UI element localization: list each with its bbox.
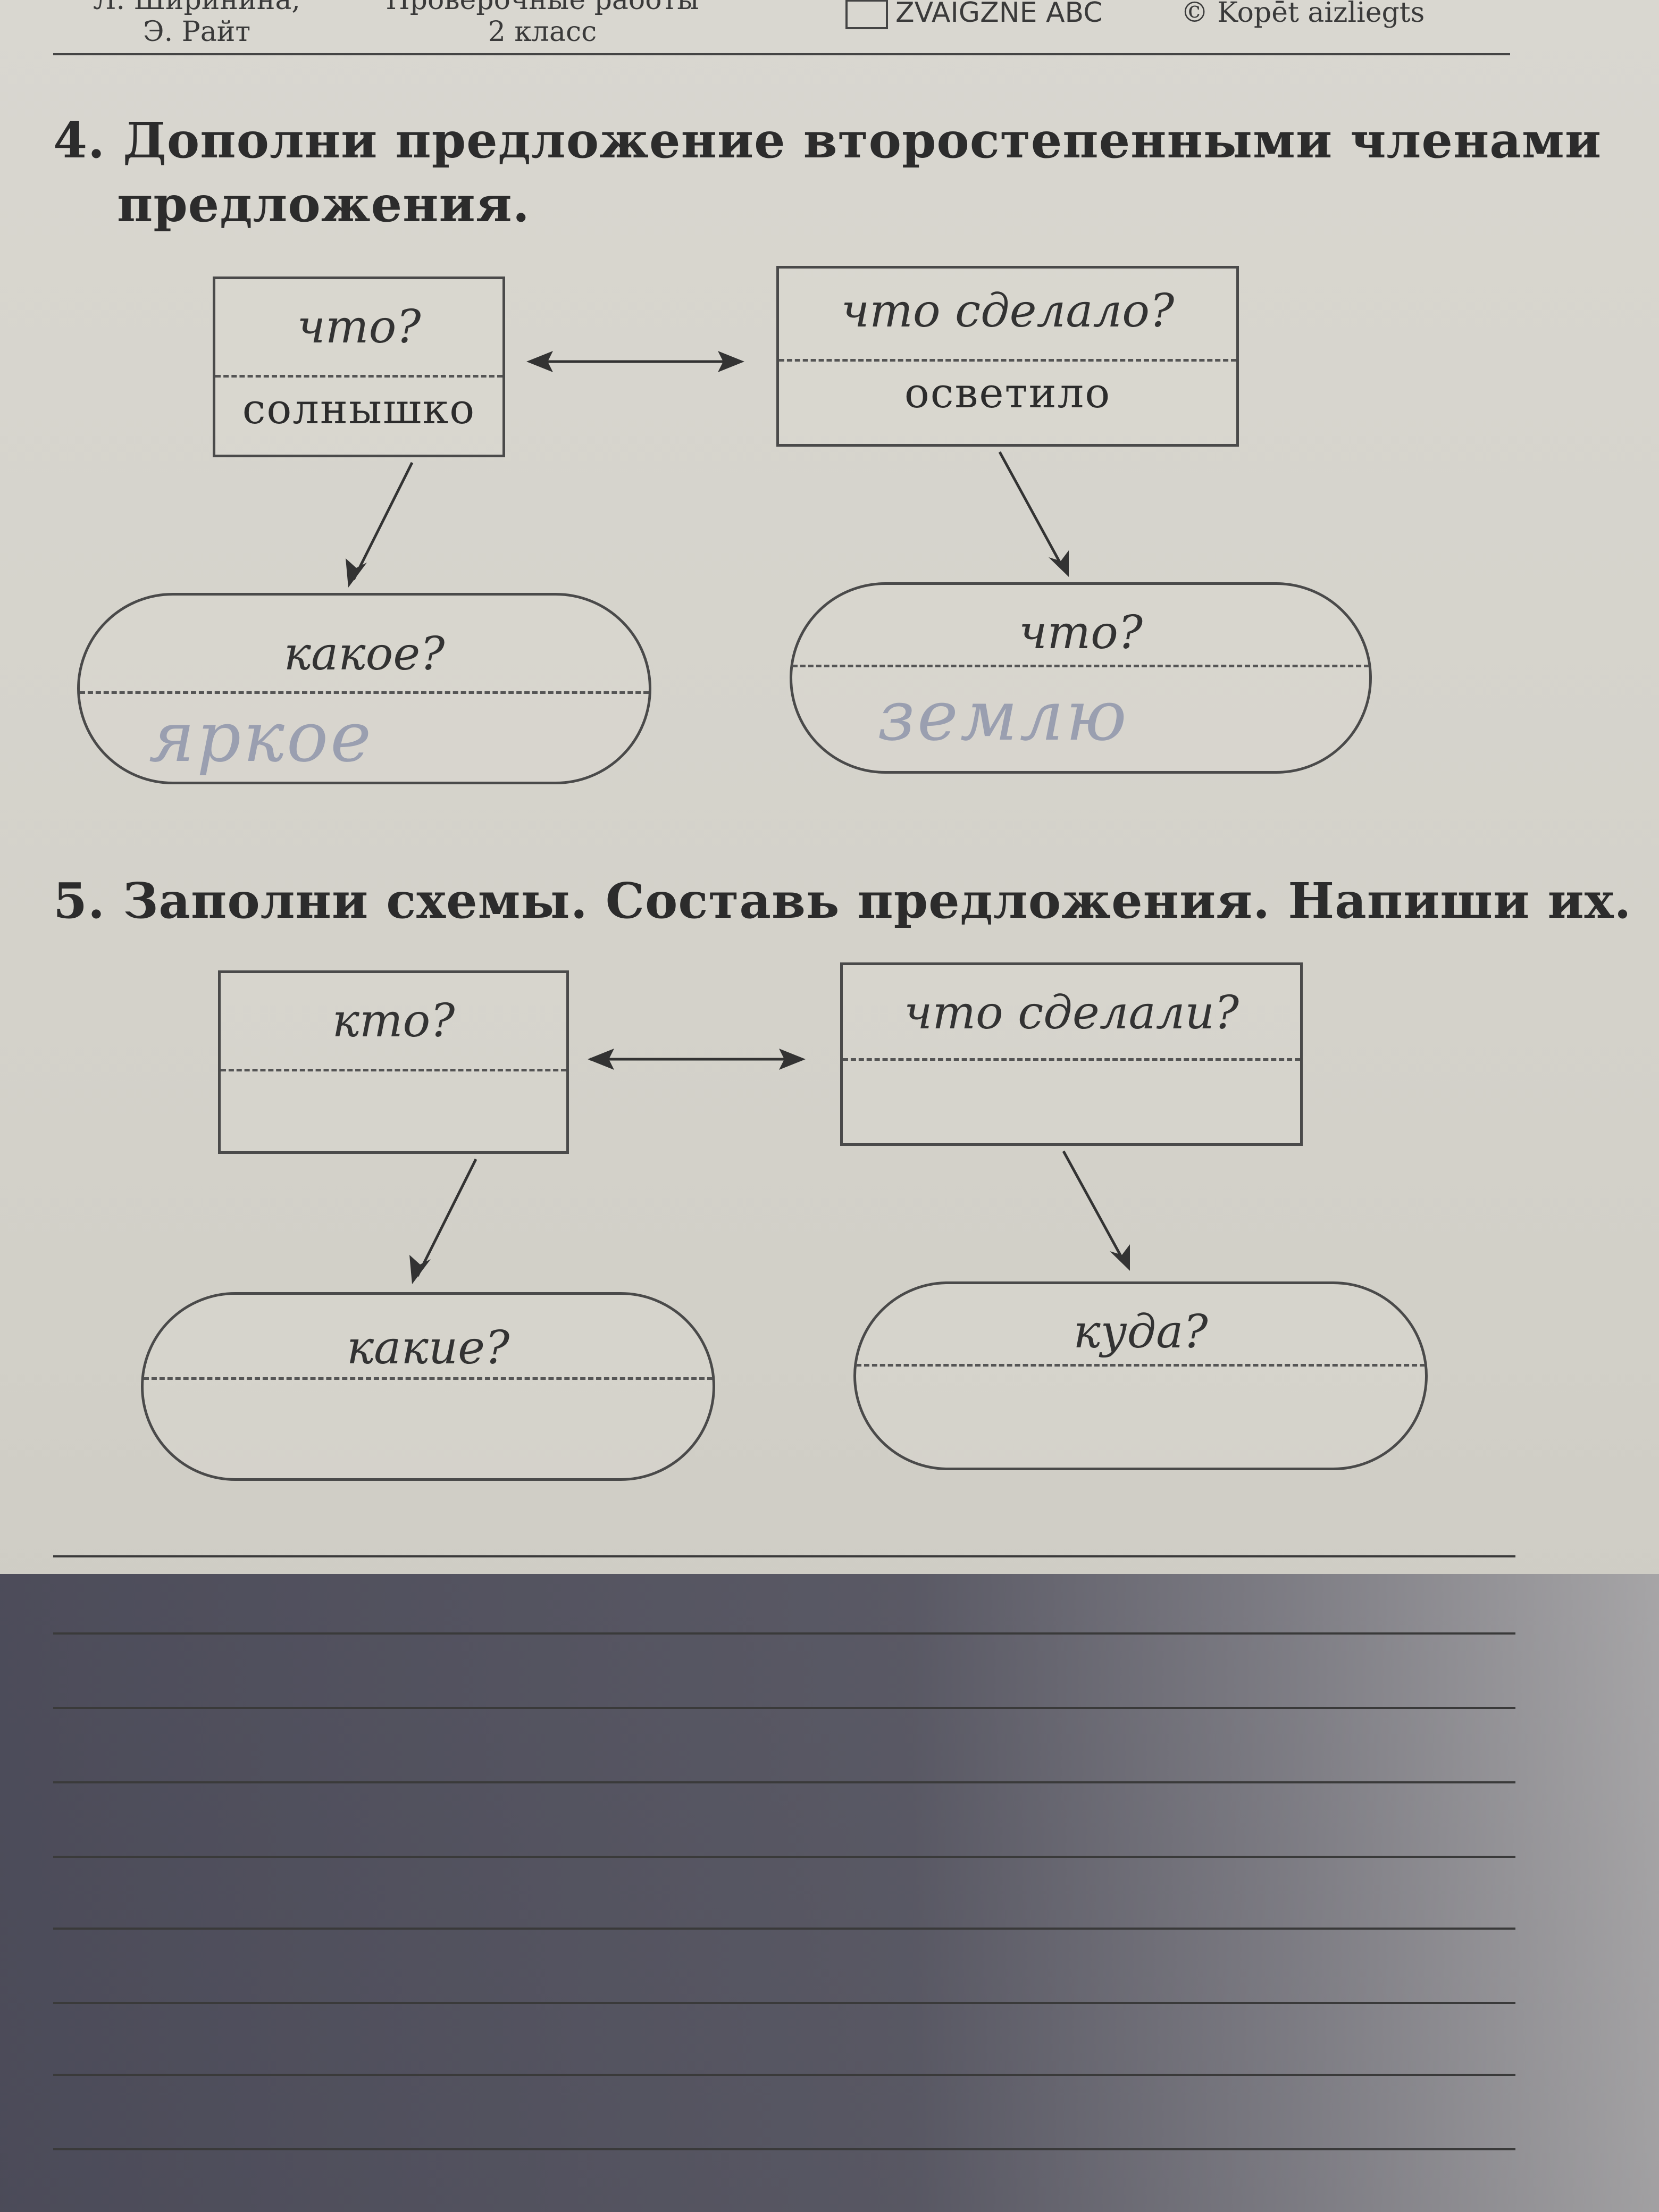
writing-line-5: [53, 1856, 1515, 1858]
subject-dashed-line: [215, 375, 502, 378]
right-pill-handwritten-answer: землю: [877, 675, 1129, 756]
writing-line-2: [53, 1632, 1515, 1635]
authors-line1: Л. Ширинина,: [93, 0, 300, 16]
book-line2: 2 класс: [488, 16, 597, 48]
subject-word: солнышко: [242, 386, 476, 433]
task4-title-line2: предложения.: [117, 175, 530, 233]
header-copyright: © Kopēt aizliegts: [1180, 0, 1425, 29]
task5-arrowhead-down-left: [409, 1255, 431, 1284]
publisher-name: ZVAIGZNE ABC: [895, 0, 1103, 29]
task5-arrowhead-right: [779, 1049, 806, 1070]
task5-arrowhead-down-right: [1110, 1244, 1130, 1271]
task5-predicate-dashed-line: [843, 1058, 1300, 1061]
task4-arrowhead-down-left: [346, 558, 367, 588]
task5-right-pill: куда?: [853, 1281, 1428, 1470]
task4-arrow-to-right-pill: [998, 451, 1065, 570]
task5-left-pill: какие?: [141, 1292, 715, 1481]
task4-title-line1: 4. Дополни предложение второстепенными ч…: [53, 112, 1602, 169]
writing-line-7: [53, 2002, 1515, 2004]
task5-right-pill-question: куда?: [1073, 1305, 1208, 1359]
task4-predicate-box: что сделало? осветило: [776, 266, 1239, 447]
task5-predicate-question: что сделали?: [903, 986, 1239, 1040]
task4-left-pill: какое? яркое: [77, 593, 651, 784]
task4-arrowhead-left: [526, 351, 553, 372]
task5-arrow-to-right-pill: [1062, 1150, 1126, 1264]
task5-subject-box: кто?: [218, 970, 569, 1154]
writing-line-6: [53, 1928, 1515, 1930]
task4-arrow-to-left-pill: [352, 462, 414, 581]
right-pill-question: что?: [1019, 606, 1143, 659]
photo-shadow: [0, 1574, 1659, 2212]
header-authors: Л. Ширинина, Э. Райт: [64, 0, 330, 48]
task4-arrowhead-right: [718, 351, 744, 372]
left-pill-question: какое?: [283, 627, 445, 681]
header-rule: [53, 53, 1510, 55]
task5-subject-dashed-line: [221, 1069, 566, 1071]
task4-right-pill: что? землю: [790, 582, 1372, 774]
task5-predicate-box: что сделали?: [840, 962, 1303, 1146]
subject-question: что?: [297, 300, 421, 354]
right-pill-dashed-line: [792, 665, 1369, 667]
publisher-logo-icon: [845, 0, 888, 29]
authors-line2: Э. Райт: [143, 16, 251, 48]
task5-title: 5. Заполни схемы. Составь предложения. Н…: [53, 872, 1632, 929]
task5-left-pill-dashed-line: [144, 1377, 713, 1380]
left-pill-dashed-line: [80, 691, 649, 694]
task5-right-pill-dashed-line: [856, 1364, 1425, 1367]
task5-left-pill-question: какие?: [346, 1321, 510, 1375]
book-line1: Проверочные работы: [386, 0, 699, 16]
writing-line-8: [53, 2074, 1515, 2076]
task5-subject-question: кто?: [332, 994, 455, 1048]
task5-arrow-to-left-pill: [416, 1158, 477, 1277]
writing-line-4: [53, 1781, 1515, 1783]
task4-subject-box: что? солнышко: [213, 276, 505, 457]
header-publisher: ZVAIGZNE ABC: [845, 0, 1143, 29]
writing-line-9: [53, 2148, 1515, 2150]
writing-line-1: [53, 1555, 1515, 1557]
task4-arrowhead-down-right: [1049, 550, 1069, 577]
predicate-dashed-line: [779, 359, 1236, 362]
writing-line-3: [53, 1707, 1515, 1709]
predicate-question: что сделало?: [841, 284, 1175, 338]
predicate-word: осветило: [904, 370, 1111, 417]
header-book: Проверочные работы 2 класс: [383, 0, 702, 48]
left-pill-handwritten-answer: яркое: [149, 697, 374, 777]
